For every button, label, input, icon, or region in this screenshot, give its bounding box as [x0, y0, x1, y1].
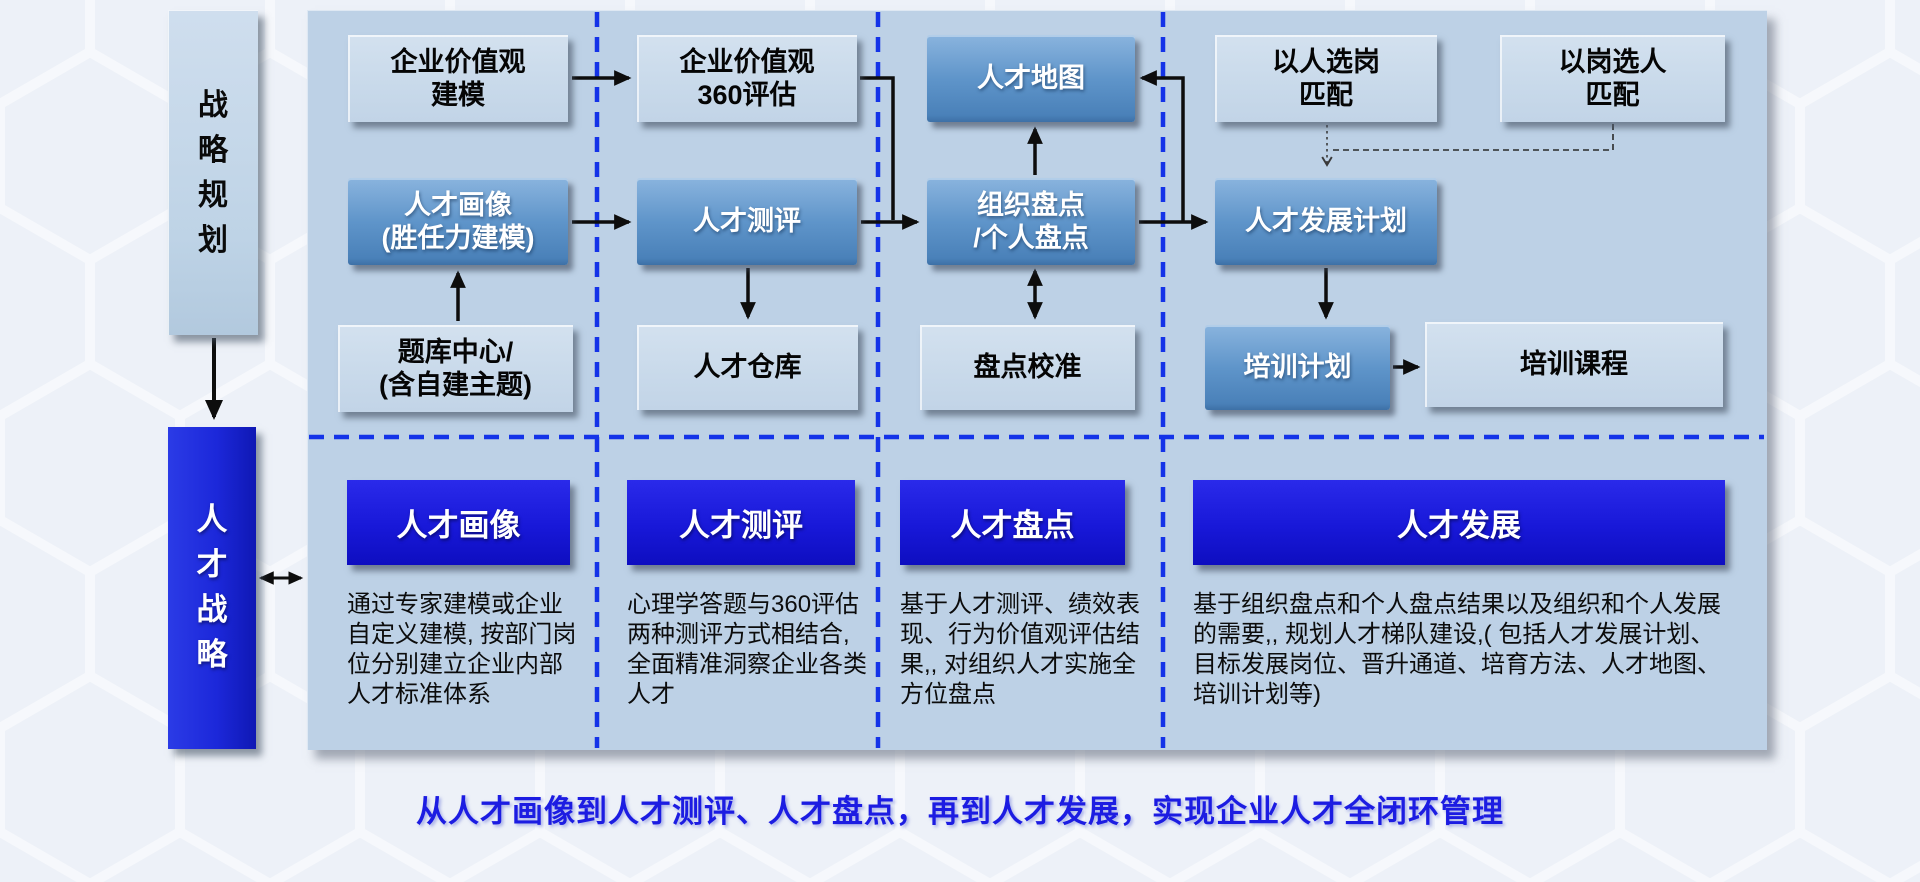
training-course-box: 培训课程	[1425, 322, 1723, 407]
section-description-talent-portrait: 通过专家建模或企业自定义建模, 按部门岗位分别建立企业内部人才标准体系	[347, 591, 577, 708]
strategy-planning-label: 战略规划	[197, 88, 228, 257]
org-review-box: 组织盘点 /个人盘点	[927, 178, 1135, 265]
values-360-box: 企业价值观 360评估	[637, 35, 857, 122]
section-header-talent-portrait: 人才画像	[347, 480, 570, 565]
section-description-talent-review: 基于人才测评、绩效表现、行为价值观评估结果,, 对组织人才实施全方位盘点	[900, 591, 1140, 708]
post-to-person-label: 以岗选人	[1558, 46, 1667, 77]
slide-caption: 从人才画像到人才测评、人才盘点，再到人才发展，实现企业人才全闭环管理	[416, 794, 1504, 829]
talent-warehouse-label: 人才仓库	[693, 352, 802, 383]
training-plan-box: 培训计划	[1205, 325, 1390, 410]
strategy-planning-box: 战略规划	[168, 10, 258, 335]
talent-assessment-label: 人才测评	[693, 206, 801, 237]
talent-dev-plan-label: 人才发展计划	[1245, 206, 1407, 237]
values-modeling-box: 企业价值观 建模	[348, 35, 568, 122]
org-review-label: 组织盘点	[977, 189, 1085, 220]
talent-map-box: 人才地图	[927, 35, 1135, 122]
talent-strategy-label: 人才战略	[196, 502, 228, 672]
review-calibration-label: 盘点校准	[973, 352, 1082, 383]
section-description-talent-development: 基于组织盘点和个人盘点结果以及组织和个人发展的需要,, 规划人才梯队建设,( 包…	[1193, 591, 1721, 708]
training-course-label: 培训课程	[1520, 349, 1628, 380]
values-360-label: 企业价值观	[679, 46, 815, 77]
section-header-talent-review: 人才盘点	[900, 480, 1125, 565]
question-bank-box: 题库中心/ (含自建主题)	[338, 325, 573, 412]
post-to-person-match-box: 以岗选人 匹配	[1500, 35, 1725, 122]
section-description-talent-assessment: 心理学答题与360评估两种测评方式相结合, 全面精准洞察企业各类人才	[627, 591, 867, 708]
section-header-talent-assessment: 人才测评	[627, 480, 855, 565]
question-bank-label: 题库中心/	[397, 336, 514, 367]
person-to-post-match-box: 以人选岗 匹配	[1215, 35, 1437, 122]
talent-strategy-box: 人才战略	[168, 427, 256, 749]
section-header-talent-development: 人才发展	[1193, 480, 1725, 565]
training-plan-label: 培训计划	[1243, 352, 1352, 383]
talent-assessment-box: 人才测评	[637, 178, 857, 265]
talent-dev-plan-box: 人才发展计划	[1215, 178, 1437, 265]
person-to-post-label: 以人选岗	[1272, 46, 1380, 77]
talent-map-label: 人才地图	[977, 63, 1085, 94]
values-modeling-label: 企业价值观	[390, 46, 526, 77]
review-calibration-box: 盘点校准	[920, 325, 1135, 410]
talent-warehouse-box: 人才仓库	[637, 325, 858, 410]
talent-portrait-label: 人才画像	[404, 189, 512, 220]
talent-portrait-box: 人才画像 (胜任力建模)	[348, 178, 568, 265]
